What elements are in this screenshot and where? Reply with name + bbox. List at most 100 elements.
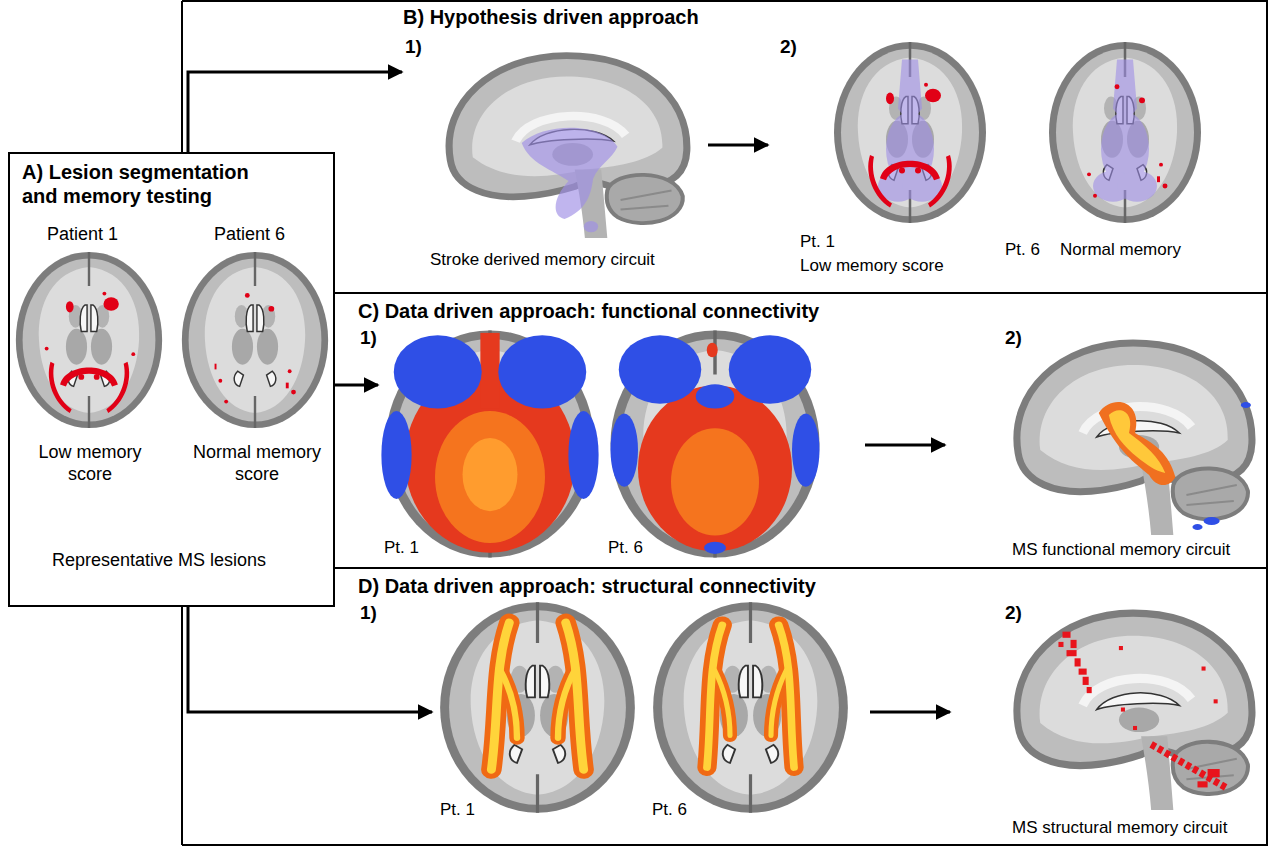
- brain-image: [182, 252, 328, 428]
- patient-label: Patient 1: [47, 224, 118, 246]
- structural-map: [1208, 769, 1220, 777]
- connectivity-map: [638, 385, 792, 551]
- brain-image: [653, 602, 848, 812]
- structural-map: [1075, 658, 1081, 666]
- structural-map: [1062, 632, 1070, 638]
- lesion: [245, 293, 250, 298]
- lesion: [1115, 84, 1120, 89]
- step-number: 1): [405, 36, 422, 59]
- white-matter-tract: [558, 668, 576, 738]
- lesion: [60, 367, 118, 386]
- white-matter-tract: [715, 670, 730, 736]
- brain-image: [834, 42, 986, 223]
- connectivity-map: [498, 335, 586, 408]
- lesion: [45, 292, 135, 413]
- brain-axial: [182, 252, 328, 428]
- connectivity-map: [696, 384, 735, 408]
- step-number: 1): [360, 327, 377, 350]
- connectivity-map: [707, 343, 718, 358]
- connector-arrow: [335, 384, 378, 387]
- connectivity-map: [1192, 524, 1202, 530]
- white-matter-tract: [558, 668, 576, 738]
- brain-image: [449, 56, 687, 238]
- lesion: [288, 369, 292, 373]
- step-number: 2): [1005, 602, 1022, 625]
- connectivity-map: [394, 335, 482, 408]
- panel-title: A) Lesion segmentation and memory testin…: [22, 160, 272, 208]
- white-matter-tract: [715, 670, 730, 736]
- caption-text: Representative MS lesions: [52, 550, 266, 572]
- lesion: [924, 83, 928, 87]
- connectivity-map: [463, 438, 518, 511]
- panel-frame: [182, 1, 1267, 845]
- white-matter-tract: [499, 668, 517, 738]
- brain-image: [16, 252, 162, 428]
- white-matter-tract: [707, 625, 722, 768]
- lesion: [1163, 184, 1168, 189]
- connectivity-map: [611, 335, 820, 554]
- structural-map: [1071, 640, 1077, 648]
- white-matter-tract: [707, 625, 794, 768]
- memory-label: Normal memory: [1060, 240, 1181, 260]
- patient-label: Pt. 6: [1005, 240, 1040, 260]
- connectivity-map: [435, 411, 545, 543]
- structural-map: [1151, 744, 1226, 787]
- white-matter-tract: [491, 623, 583, 770]
- structural-map: [1058, 642, 1063, 647]
- connector-arrow: [188, 72, 402, 152]
- connector-arrow: [188, 607, 432, 712]
- structural-map: [1202, 667, 1206, 671]
- structural-map: [1214, 699, 1218, 703]
- memory-circuit: [878, 59, 942, 201]
- lesion: [915, 168, 921, 174]
- lesion: [218, 379, 222, 383]
- memory-label: Normal memory score: [182, 442, 332, 485]
- memory-circuit: [1113, 59, 1137, 119]
- lesion: [899, 168, 905, 174]
- panel-band: B) Hypothesis driven approach1)2)Stroke …: [402, 2, 1266, 292]
- connectivity-map: [568, 411, 598, 499]
- structural-map: [1119, 646, 1123, 650]
- lesion: [102, 292, 106, 296]
- patient-label: Pt. 1: [440, 800, 475, 820]
- white-matter-tract: [491, 623, 509, 770]
- lesion: [925, 89, 941, 103]
- white-matter-tract: [566, 623, 584, 770]
- lesion: [880, 161, 940, 180]
- structural-map: [1058, 632, 1225, 788]
- lesion: [94, 374, 100, 380]
- connectivity-map: [792, 413, 820, 486]
- lesion: [1159, 163, 1163, 167]
- lesion: [268, 306, 274, 312]
- connectivity-map: [611, 413, 639, 486]
- memory-circuit: [898, 59, 922, 119]
- memory-label: Low memory score: [800, 256, 944, 276]
- image-label: MS structural memory circuit: [1012, 818, 1227, 838]
- connectivity-map: [1241, 402, 1251, 408]
- panel-box: A) Lesion segmentation and memory testin…: [8, 152, 335, 607]
- memory-circuit: [1117, 170, 1157, 201]
- structural-map: [1087, 687, 1092, 693]
- lesion: [928, 155, 952, 208]
- connectivity-map: [619, 335, 702, 403]
- white-matter-tract: [771, 670, 786, 736]
- panel-title: C) Data driven approach: functional conn…: [358, 299, 819, 323]
- brain-axial: [440, 602, 635, 812]
- panel-band: D) Data driven approach: structural conn…: [432, 569, 1266, 844]
- flow-arrow: [865, 444, 945, 447]
- structural-map: [1198, 781, 1208, 787]
- structural-map: [1121, 708, 1125, 712]
- lesion: [1087, 172, 1091, 176]
- white-matter-tract: [771, 670, 786, 736]
- panel-title: D) Data driven approach: structural conn…: [358, 574, 816, 598]
- structural-map: [1083, 677, 1089, 685]
- panel-title: B) Hypothesis driven approach: [403, 5, 699, 29]
- white-matter-tract: [499, 668, 517, 738]
- lesion: [66, 301, 74, 312]
- step-number: 2): [1005, 327, 1022, 350]
- lesion: [224, 400, 228, 404]
- lesion: [45, 347, 49, 351]
- memory-circuit: [584, 221, 598, 232]
- brain-axial: [834, 42, 986, 223]
